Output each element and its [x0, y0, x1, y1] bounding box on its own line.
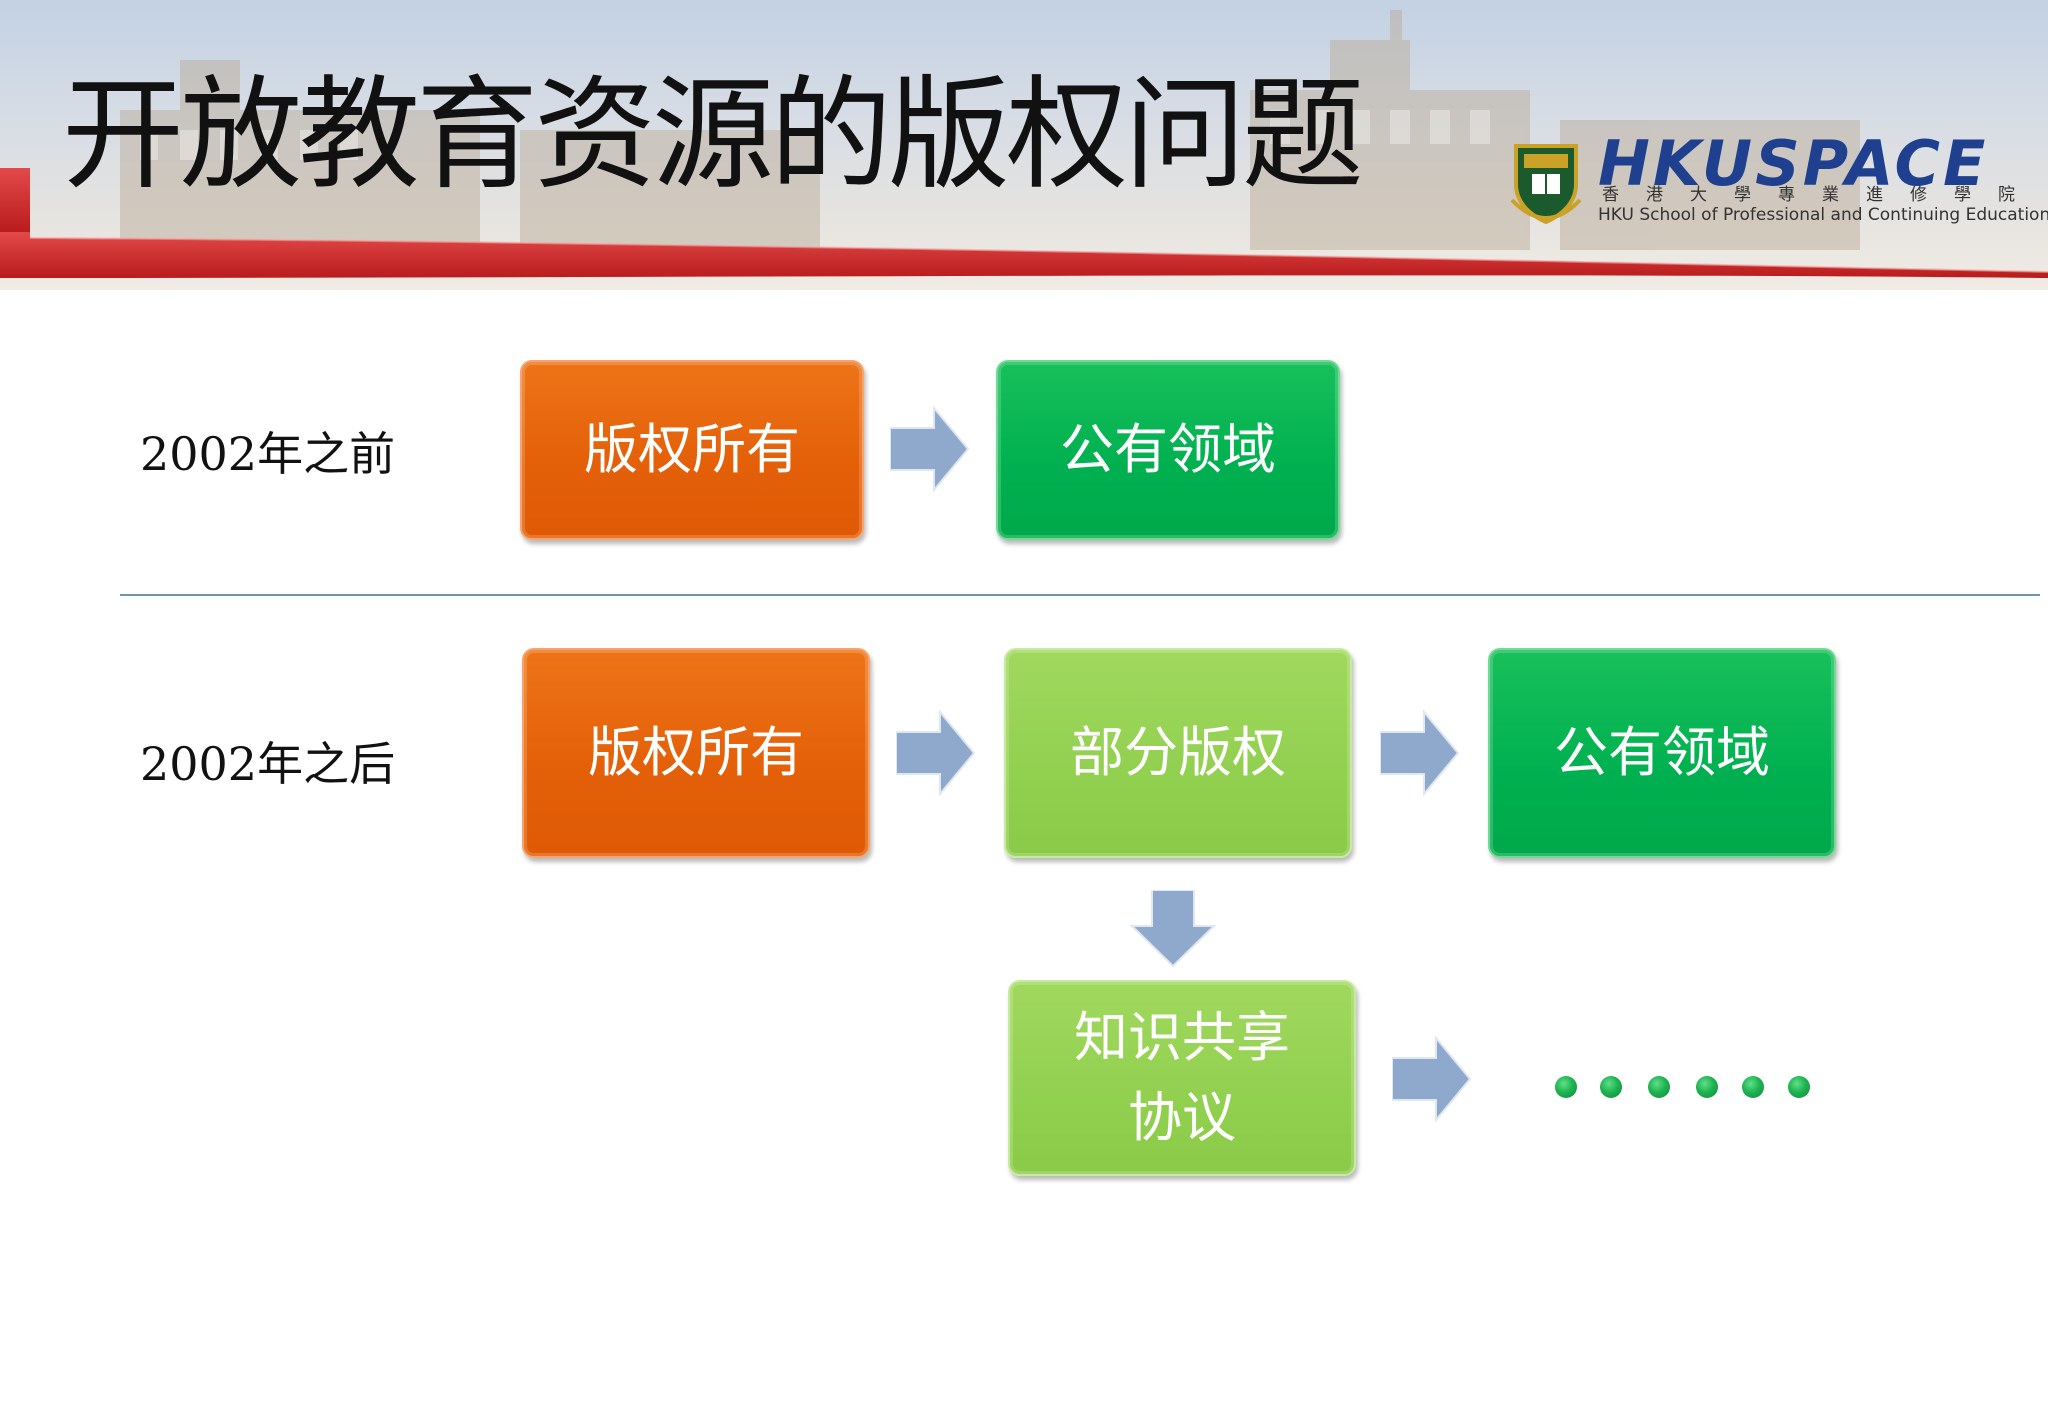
box-creative-commons: 知识共享 协议: [1008, 980, 1356, 1176]
logo-wordmark: HKUSPACE: [1598, 127, 1989, 200]
ellipsis-dot: [1600, 1076, 1622, 1098]
logo-english-name: HKU School of Professional and Continuin…: [1598, 205, 2048, 225]
arrow-down-icon: [1130, 890, 1216, 968]
header-red-bar: [0, 168, 2048, 278]
box-public-domain-after: 公有领域: [1488, 648, 1836, 858]
box-public-domain-before: 公有领域: [996, 360, 1340, 540]
row-label-after-2002: 2002年之后: [140, 737, 396, 791]
arrow-right-icon: [896, 709, 976, 797]
logo-chinese-name: 香港大學專業進修學院: [1602, 185, 2042, 205]
hkuspace-logo: HKUSPACE 香港大學專業進修學院 HKU School of Profes…: [1510, 127, 2048, 230]
row-divider: [120, 594, 2040, 596]
ellipsis-dot: [1742, 1076, 1764, 1098]
university-crest-icon: [1510, 144, 1582, 224]
box-partial-copyright-label: 部分版权: [1070, 721, 1286, 784]
arrow-right-icon: [1380, 709, 1460, 797]
slide-title: 开放教育资源的版权问题: [62, 64, 1364, 206]
box-creative-commons-line1: 知识共享: [1074, 1006, 1290, 1069]
ellipsis-dot: [1696, 1076, 1718, 1098]
box-copyright-before: 版权所有: [520, 360, 864, 540]
box-public-domain-before-label: 公有领域: [1060, 418, 1276, 481]
arrow-right-icon: [1392, 1035, 1472, 1123]
ellipsis-dot: [1555, 1076, 1577, 1098]
header-banner: 开放教育资源的版权问题 HKUSPACE 香港大學專業進修學院 HKU Scho…: [0, 0, 2048, 290]
box-copyright-after: 版权所有: [522, 648, 870, 858]
ellipsis-dot: [1788, 1076, 1810, 1098]
box-copyright-before-label: 版权所有: [584, 418, 800, 481]
box-copyright-after-label: 版权所有: [588, 721, 804, 784]
ellipsis-dot: [1648, 1076, 1670, 1098]
box-partial-copyright: 部分版权: [1004, 648, 1352, 858]
arrow-right-icon: [890, 405, 970, 493]
box-creative-commons-line2: 协议: [1128, 1086, 1236, 1149]
row-label-before-2002: 2002年之前: [140, 427, 396, 481]
box-public-domain-after-label: 公有领域: [1554, 721, 1770, 784]
